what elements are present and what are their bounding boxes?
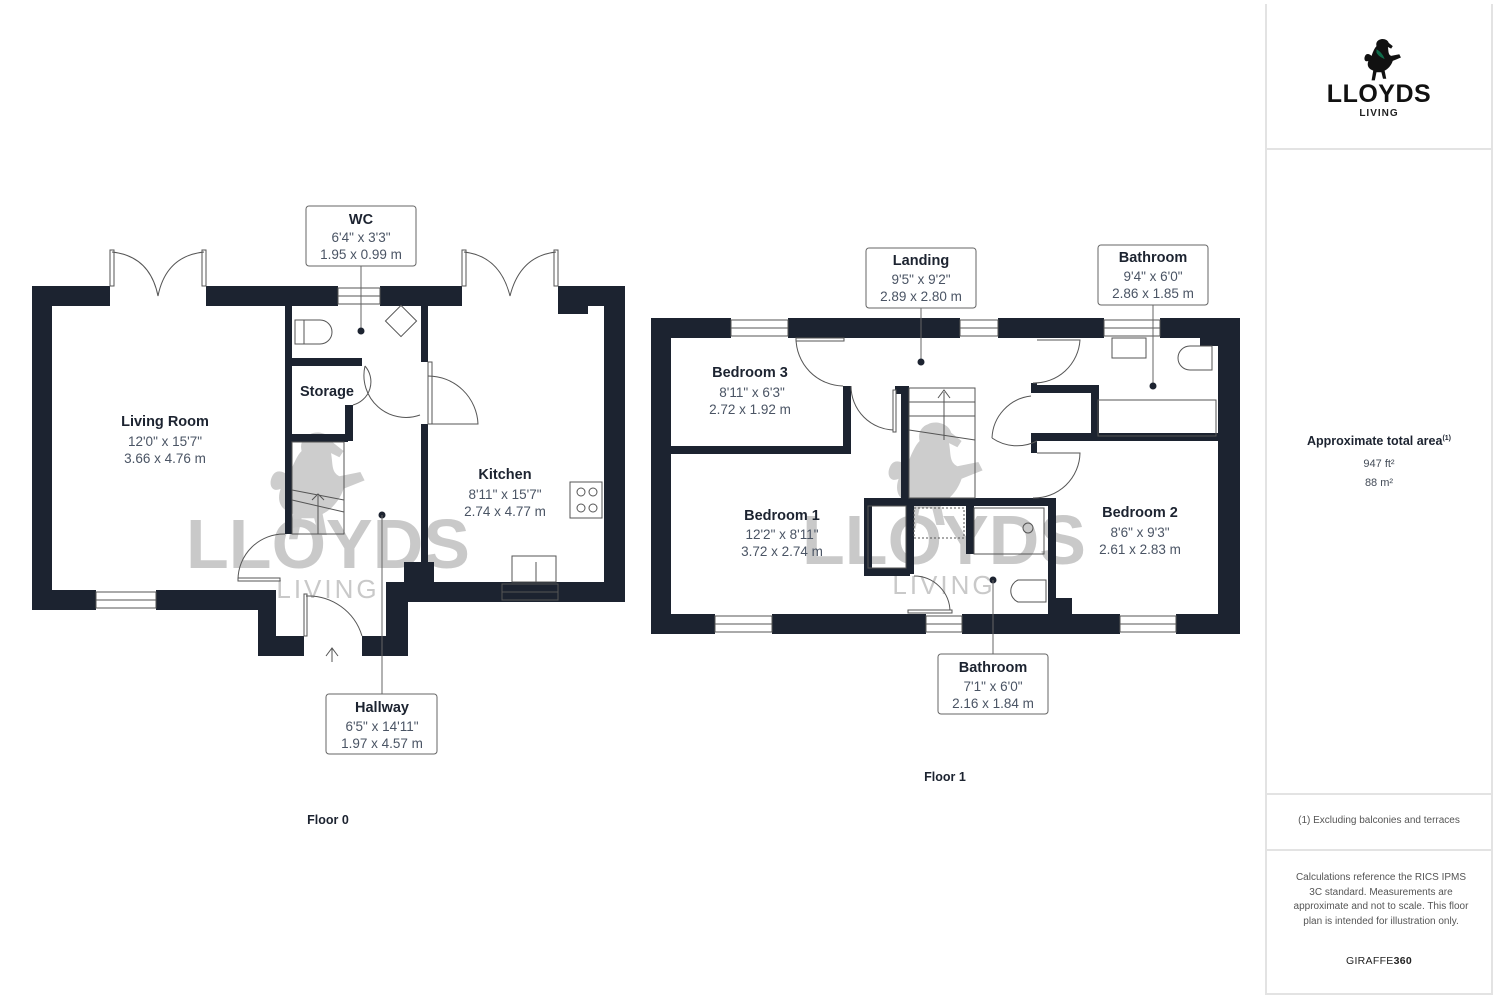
room-name: Bedroom 3 xyxy=(712,365,788,381)
room-landing-callout: Landing 9'5" x 9'2" 2.89 x 2.80 m xyxy=(865,247,977,366)
floor-1-walls xyxy=(651,318,1240,634)
brand-mark-text: GIRAFFE xyxy=(1345,955,1394,967)
room-dimension-imperial: 8'11" x 15'7" xyxy=(468,487,541,502)
room-wc-callout: WC 6'4" x 3'3" 1.95 x 0.99 m xyxy=(305,205,417,335)
watermark-floor-1: LLOYDS LIVING xyxy=(802,422,1086,600)
room-name: Bathroom xyxy=(959,660,1027,676)
room-bedroom-3: Bedroom 3 8'11" x 6'3" 2.72 x 1.92 m xyxy=(709,365,791,417)
room-dimension-imperial: 8'6" x 9'3" xyxy=(1110,525,1169,540)
area-section: Approximate total area(1) 947 ft² 88 m² xyxy=(1267,150,1491,795)
area-title-text: Approximate total area xyxy=(1306,434,1443,448)
floor-1-fixtures xyxy=(714,319,1217,633)
area-metric: 88 m² xyxy=(1364,477,1394,489)
room-name: Bedroom 1 xyxy=(744,508,820,524)
room-dimension-imperial: 9'4" x 6'0" xyxy=(1123,269,1182,284)
room-hallway-callout: Hallway 6'5" x 14'11" 1.97 x 4.57 m xyxy=(325,511,438,755)
room-dimension-imperial: 9'5" x 9'2" xyxy=(891,272,950,287)
lloyds-horse-logo-icon xyxy=(1364,38,1401,81)
footnote-marker: (1) xyxy=(1442,434,1452,442)
room-dimension-imperial: 7'1" x 6'0" xyxy=(963,679,1022,694)
brand-subname: LIVING xyxy=(1359,108,1399,119)
floor-plan-drawing: LLOYDS LIVING xyxy=(32,205,1240,827)
room-name: Bedroom 2 xyxy=(1102,505,1178,521)
room-storage: Storage xyxy=(300,384,354,400)
room-name: Storage xyxy=(300,384,354,400)
room-bathroom-lower-callout: Bathroom 7'1" x 6'0" 2.16 x 1.84 m xyxy=(937,576,1049,715)
brand-name: LLOYDS xyxy=(1326,80,1432,108)
area-imperial: 947 ft² xyxy=(1363,458,1395,470)
floor-plan-area: LLOYDS LIVING xyxy=(32,205,1240,827)
room-dimension-imperial: 6'5" x 14'11" xyxy=(345,719,418,734)
logo-section: LLOYDS LIVING xyxy=(1267,4,1491,150)
room-name: Kitchen xyxy=(478,467,531,483)
room-dimension-metric: 1.95 x 0.99 m xyxy=(320,247,402,262)
room-name: WC xyxy=(349,212,374,228)
room-dimension-imperial: 12'2" x 8'11" xyxy=(745,527,818,542)
info-sidebar: LLOYDS LIVING Approximate total area(1) … xyxy=(1265,4,1493,995)
watermark-text: LLOYDS xyxy=(802,501,1086,579)
footnote-text: (1) Excluding balconies and terraces xyxy=(1298,815,1460,826)
room-bedroom-2: Bedroom 2 8'6" x 9'3" 2.61 x 2.83 m xyxy=(1099,505,1181,557)
room-dimension-imperial: 12'0" x 15'7" xyxy=(128,434,202,449)
room-dimension-metric: 2.86 x 1.85 m xyxy=(1112,286,1194,301)
room-name: Bathroom xyxy=(1119,250,1187,266)
room-dimension-metric: 2.61 x 2.83 m xyxy=(1099,542,1181,557)
room-dimension-imperial: 6'4" x 3'3" xyxy=(331,230,390,245)
room-bedroom-1: Bedroom 1 12'2" x 8'11" 3.72 x 2.74 m xyxy=(741,508,823,559)
floor-0-label: Floor 0 xyxy=(307,813,349,827)
room-dimension-metric: 3.72 x 2.74 m xyxy=(741,544,823,559)
room-kitchen: Kitchen 8'11" x 15'7" 2.74 x 4.77 m xyxy=(464,467,546,519)
room-bathroom-upper-callout: Bathroom 9'4" x 6'0" 2.86 x 1.85 m xyxy=(1097,244,1209,390)
footnote-section: (1) Excluding balconies and terraces xyxy=(1267,795,1491,851)
room-dimension-metric: 2.89 x 2.80 m xyxy=(880,289,962,304)
room-dimension-metric: 1.97 x 4.57 m xyxy=(341,736,423,751)
area-title: Approximate total area(1) xyxy=(1267,434,1491,448)
brand-mark-number: 360 xyxy=(1393,955,1413,967)
floor-1-label: Floor 1 xyxy=(924,770,966,784)
room-name: Hallway xyxy=(355,700,409,716)
disclaimer-text: Calculations reference the RICS IPMS 3C … xyxy=(1293,872,1469,927)
room-name: Landing xyxy=(893,253,949,269)
room-name: Living Room xyxy=(121,414,209,430)
room-dimension-metric: 2.16 x 1.84 m xyxy=(952,696,1034,711)
room-living-room: Living Room 12'0" x 15'7" 3.66 x 4.76 m xyxy=(121,414,209,466)
room-dimension-metric: 2.72 x 1.92 m xyxy=(709,402,791,417)
floor-0-fixtures xyxy=(95,249,603,662)
disclaimer-section: Calculations reference the RICS IPMS 3C … xyxy=(1267,851,1491,995)
room-dimension-imperial: 8'11" x 6'3" xyxy=(719,385,785,400)
giraffe360-mark: GIRAFFE360 xyxy=(1267,955,1491,967)
room-dimension-metric: 2.74 x 4.77 m xyxy=(464,504,546,519)
room-dimension-metric: 3.66 x 4.76 m xyxy=(124,451,206,466)
floor-0-walls xyxy=(32,286,625,656)
